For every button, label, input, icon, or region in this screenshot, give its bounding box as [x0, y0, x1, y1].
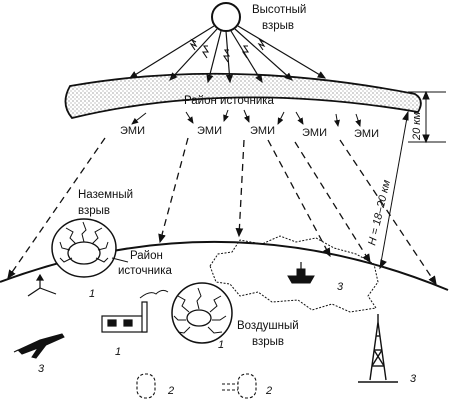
emi-label: ЭМИ	[120, 125, 145, 137]
sea-region	[209, 235, 379, 313]
high-burst-label-2: взрыв	[262, 20, 294, 32]
number-labels: 1 1 1 3 3 3 2 2	[38, 281, 417, 397]
number-label: 3	[38, 363, 45, 375]
tower-icon	[358, 314, 398, 383]
cable-icon	[136, 373, 257, 399]
fireball-icon	[211, 2, 241, 32]
emi-label: ЭМИ	[250, 125, 275, 137]
emi-labels: ЭМИ ЭМИ ЭМИ ЭМИ ЭМИ	[120, 125, 379, 140]
emi-propagation	[7, 137, 437, 286]
ground-burst-label-1: Наземный	[78, 189, 133, 201]
gamma-rays	[128, 25, 327, 84]
number-label: 3	[410, 373, 417, 385]
ground-source-label-2: источника	[118, 265, 173, 277]
factory-icon	[101, 289, 169, 333]
high-burst-label-1: Высотный	[252, 4, 306, 16]
air-burst: Воздушный взрыв	[171, 282, 299, 348]
emi-label: ЭМИ	[354, 128, 379, 140]
ground-source-label: Район источника	[111, 250, 173, 277]
number-label: 2	[265, 385, 272, 397]
number-label: 1	[115, 346, 121, 358]
source-region-band: Район источника	[64, 72, 422, 120]
source-region-label: Район источника	[184, 95, 275, 107]
air-burst-label-1: Воздушный	[237, 320, 299, 332]
number-label: 2	[167, 385, 174, 397]
number-label: 1	[89, 288, 95, 300]
emi-label: ЭМИ	[302, 127, 327, 139]
ground-source-label-1: Район	[130, 250, 163, 262]
thickness-dimension: 20 км	[408, 90, 446, 144]
ground-burst-label-2: взрыв	[78, 205, 110, 217]
thickness-label: 20 км	[411, 112, 423, 141]
ground-burst: Наземный взрыв	[51, 189, 133, 278]
number-label: 3	[337, 281, 344, 293]
high-altitude-burst: Высотный взрыв	[211, 2, 306, 32]
antenna-icon	[27, 273, 57, 297]
number-label: 1	[218, 339, 224, 351]
emi-arrows	[131, 109, 361, 127]
airplane-icon	[13, 333, 65, 359]
emi-label: ЭМИ	[197, 125, 222, 137]
ship-icon	[287, 262, 315, 284]
air-burst-label-2: взрыв	[252, 336, 284, 348]
